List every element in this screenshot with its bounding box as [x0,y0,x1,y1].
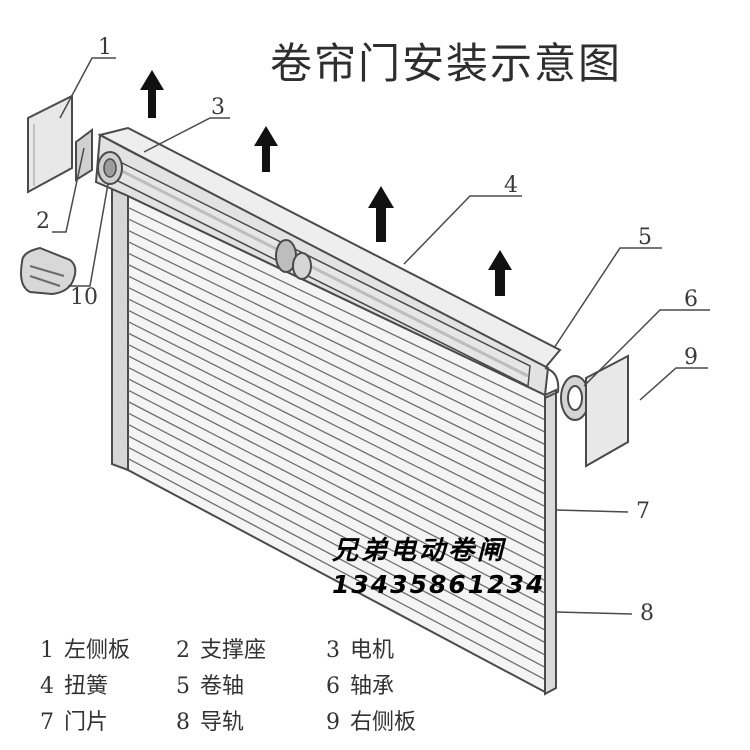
door-slat [127,435,546,656]
callout-8: 8 [640,601,654,626]
legend-item-2: 2 支撑座 [176,636,326,666]
up-arrow [368,186,394,242]
legend-num: 2 [176,638,190,663]
motor [97,151,123,185]
up-arrow [488,250,512,296]
door-slat [127,332,546,545]
left-side-plate [27,94,73,194]
callout-3: 3 [211,95,225,120]
door-slat [127,298,546,507]
door-slat [127,412,546,631]
up-arrow [140,70,164,118]
callout-1: 1 [98,35,112,60]
legend-label: 门片 [64,710,109,735]
callout-9: 9 [684,345,698,370]
legend-label: 卷轴 [200,674,245,699]
legend-num: 3 [326,638,340,663]
door-slat [127,321,546,532]
door-slat [127,218,546,421]
door-slat [127,458,546,681]
callout-10: 10 [70,285,98,310]
legend-item-1: 1 左侧板 [40,636,176,666]
leader-lines [52,57,710,615]
callout-5: 5 [638,225,652,250]
right-guide-rail [544,388,557,696]
legend-num: 9 [326,710,340,735]
torsion-spring [275,239,312,280]
door-slat [127,286,546,495]
door-slat [127,355,546,569]
legend-num: 8 [176,710,190,735]
diagram-title: 卷帘门安装示意图 [270,39,623,88]
legend-label: 电机 [350,638,395,663]
up-arrow [254,126,278,172]
legend-item-9: 9 右侧板 [326,708,446,738]
legend-num: 1 [40,638,54,663]
legend-label: 左侧板 [64,638,131,663]
door-slat [127,275,546,483]
door-slat [127,446,546,668]
door-slat [127,389,546,606]
callout-4: 4 [504,173,518,198]
door-slat [127,252,546,458]
legend-num: 6 [326,674,340,699]
legend-label: 轴承 [350,674,395,699]
legend-item-6: 6 轴承 [326,672,446,702]
callout-7: 7 [636,499,650,524]
legend-num: 5 [176,674,190,699]
door-slat [127,423,546,644]
legend-label: 导轨 [200,710,245,735]
watermark-company: 兄弟电动卷闸 [332,536,507,566]
callout-numbers: 1 2 3 4 5 6 9 7 8 10 [36,35,698,626]
door-slat [127,343,546,557]
door-slat [127,378,546,594]
left-bracket [20,246,77,296]
callout-2: 2 [36,209,50,234]
door-slat [127,229,546,433]
legend-item-3: 3 电机 [326,636,446,666]
door-slat [127,206,546,408]
right-side-plate [585,354,629,468]
callout-6: 6 [684,287,698,312]
left-guide-rail [111,180,129,472]
parts-legend: 1 左侧板 2 支撑座 3 电机 4 扭簧 5 卷轴 6 轴承 7 门片 8 导轨 9 右侧板 [40,636,460,738]
door-slat [127,263,546,470]
door-curtain [127,194,546,694]
door-slat [127,309,546,520]
legend-label: 支撑座 [200,638,267,663]
legend-num: 7 [40,710,54,735]
legend-item-8: 8 导轨 [176,708,326,738]
watermark-phone: 13435861234 [332,570,546,599]
door-slat [127,366,546,582]
door-slat [127,400,546,619]
legend-num: 4 [40,674,54,699]
legend-label: 扭簧 [64,674,109,699]
door-slat [127,241,546,446]
legend-item-4: 4 扭簧 [40,672,176,702]
bearing [560,375,590,421]
legend-item-7: 7 门片 [40,708,176,738]
legend-item-5: 5 卷轴 [176,672,326,702]
legend-label: 右侧板 [350,710,417,735]
